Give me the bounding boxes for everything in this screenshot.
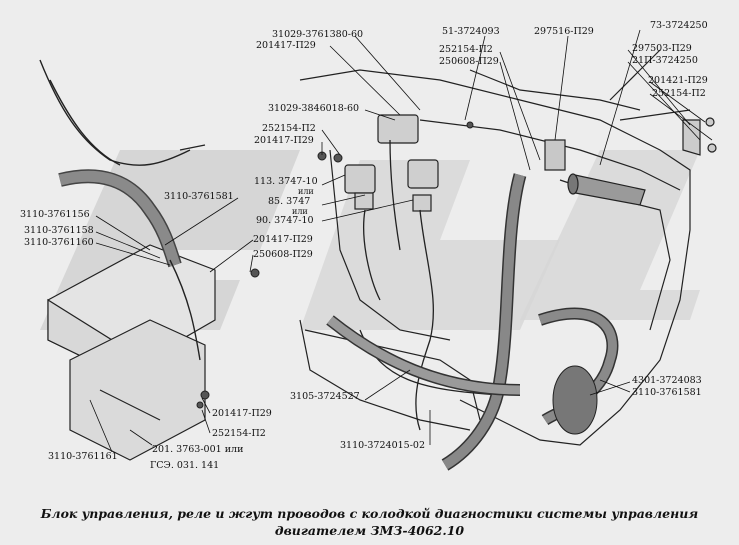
label-part-25: 250608-П29 [253, 249, 313, 260]
label-part-24: 201417-П29 [253, 234, 313, 245]
label-part-5: 73-3724250 [650, 20, 708, 31]
label-part-12: 31029-3846018-60 [268, 103, 360, 114]
body-panel [299, 49, 691, 446]
label-part-8: 297503-П29 [632, 43, 692, 54]
label-part-26: 3105-3724527 [290, 391, 360, 402]
label-part-2: 201417-П29 [256, 40, 316, 51]
label-part-22: 3110-3761158 [24, 225, 94, 236]
label-part-28: 3110-3761581 [632, 387, 702, 398]
label-part-29: 201417-П29 [212, 408, 272, 419]
label-part-23: 3110-3761160 [24, 237, 94, 248]
leader-lines [89, 29, 713, 453]
label-part-10: 201421-П29 [648, 75, 708, 86]
bolts [196, 121, 474, 409]
caption-line-2: двигателем ЗМЗ-4062.10 [274, 523, 465, 538]
label-part-18: или [292, 207, 308, 216]
label-part-21: 3110-3761156 [20, 209, 90, 220]
label-part-3: 51-3724093 [442, 26, 500, 37]
label-part-13: 252154-П2 [262, 123, 316, 134]
label-part-17: 85. 3747 [268, 196, 311, 207]
label-part-27: 4301-3724083 [632, 375, 702, 386]
label-part-30: 252154-П2 [212, 428, 266, 439]
caption-line-1: Блок управления, реле и жгут проводов с … [40, 506, 699, 521]
label-part-4: 297516-П29 [534, 26, 594, 37]
label-part-15: 113. 3747-10 [254, 176, 318, 187]
label-part-6: 252154-П2 [439, 44, 493, 55]
label-part-11: 252154-П2 [652, 88, 706, 99]
label-part-1: 31029-3761380-60 [272, 29, 364, 40]
control-unit-box [47, 244, 216, 461]
label-part-19: 90. 3747-10 [256, 215, 314, 226]
relay-block [344, 114, 439, 212]
label-part-31: 3110-3761161 [48, 451, 118, 462]
label-part-34: 3110-3724015-02 [340, 440, 425, 451]
left-harness [39, 59, 206, 361]
right-bracket [682, 117, 717, 156]
diagnostic-socket [544, 139, 646, 206]
grommet [552, 365, 598, 435]
label-part-32: 201. 3763-001 или [152, 444, 244, 455]
label-part-33: ГСЭ. 031. 141 [150, 460, 220, 471]
label-part-16: или [298, 187, 314, 196]
label-part-7: 250608-П29 [439, 56, 499, 67]
label-part-9: 21П-3724250 [632, 55, 698, 66]
label-part-20: 3110-3761581 [164, 191, 234, 202]
label-part-14: 201417-П29 [254, 135, 314, 146]
